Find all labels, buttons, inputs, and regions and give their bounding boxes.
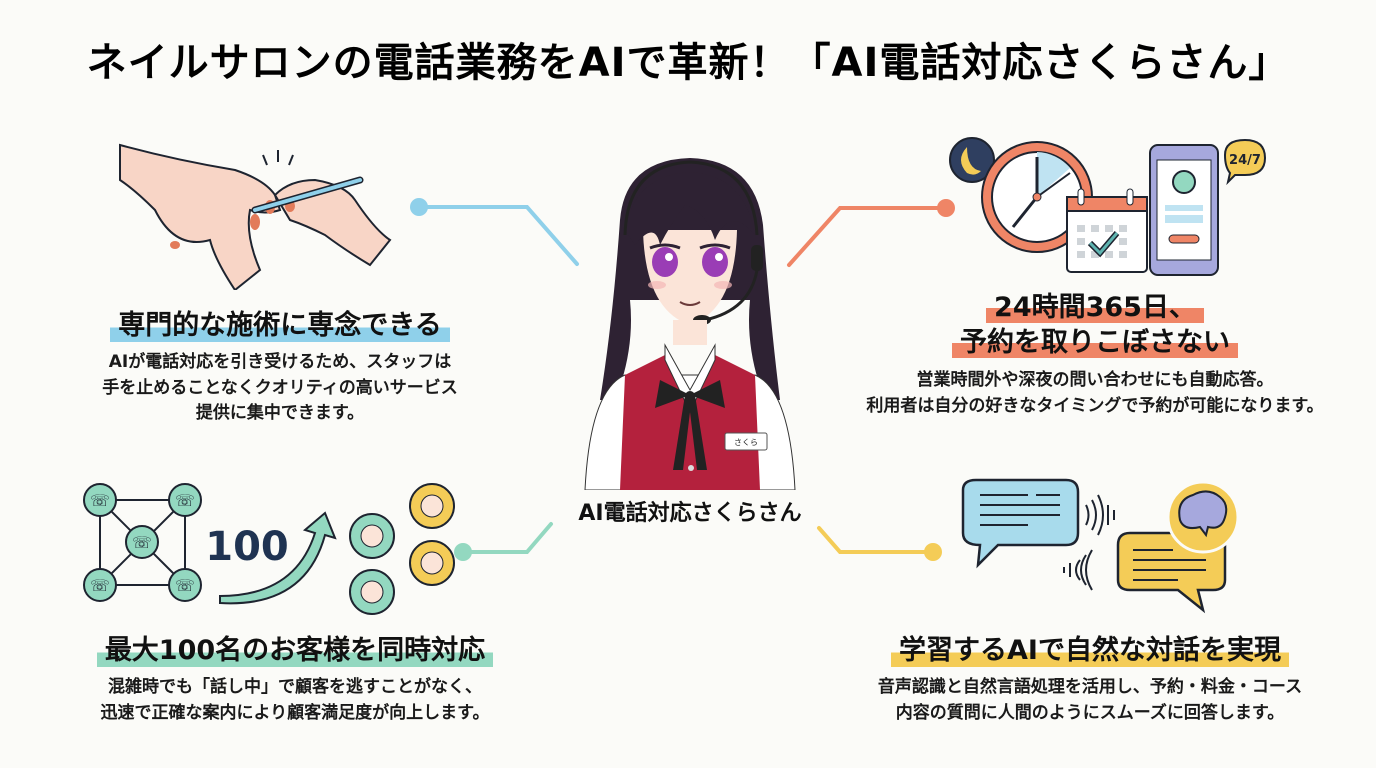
svg-text:☏: ☏ — [175, 491, 195, 510]
feature-description: 音声認識と自然言語処理を活用し、予約・料金・コース 内容の質問に人間のようにスム… — [877, 677, 1303, 723]
feature-concurrent: 最大100名のお客様を同時対応 混雑時でも「話し中」で顧客を逃すことがなく、 迅… — [40, 635, 550, 726]
feature-heading: 最大100名のお客様を同時対応 — [96, 635, 494, 668]
connector-green — [454, 522, 553, 561]
feature-natural-dialogue: 学習するAIで自然な対話を実現 音声認識と自然言語処理を活用し、予約・料金・コー… — [820, 635, 1360, 726]
nail-care-hands-icon — [119, 143, 392, 290]
feature-heading: 学習するAIで自然な対話を実現 — [891, 635, 1289, 668]
customer-avatars — [349, 483, 455, 615]
svg-text:さくら: さくら — [734, 438, 758, 447]
page-title: ネイルサロンの電話業務をAIで革新！「AI電話対応さくらさん」 — [86, 40, 1290, 86]
sound-wave-icon — [1063, 494, 1115, 591]
feature-heading-line1: 24時間365日、 — [986, 292, 1204, 323]
character-label: AI電話対応さくらさん — [578, 501, 802, 526]
count-100-label: 100 — [205, 524, 289, 570]
connector-yellow — [817, 526, 942, 561]
feature-heading-line2: 予約を取りこぼさない — [952, 327, 1238, 359]
feature-focus: 専門的な施術に専念できる AIが電話対応を引き受けるため、スタッフは 手を止める… — [40, 310, 520, 427]
feature-heading: 専門的な施術に専念できる — [110, 310, 450, 343]
feature-description: 混雑時でも「話し中」で顧客を逃すことがなく、 迅速で正確な案内により顧客満足度が… — [100, 677, 490, 723]
svg-text:☏: ☏ — [175, 576, 195, 595]
svg-text:☏: ☏ — [90, 576, 110, 595]
moon-icon — [949, 137, 995, 183]
svg-text:☏: ☏ — [132, 533, 152, 552]
svg-text:☏: ☏ — [90, 491, 110, 510]
feature-always-on: 24時間365日、 予約を取りこぼさない 営業時間外や深夜の問い合わせにも自動応… — [830, 290, 1360, 419]
phone-network-icon: ☏ ☏ ☏ ☏ ☏ 100 — [83, 483, 455, 615]
connector-blue — [410, 198, 579, 266]
speech-bubble-24-7-icon — [1223, 138, 1267, 186]
feature-description: AIが電話対応を引き受けるため、スタッフは 手を止めることなくクオリティの高いサ… — [102, 352, 458, 424]
name-badge — [724, 432, 768, 451]
svg-text:24/7: 24/7 — [1229, 153, 1261, 168]
chat-bubble-blue — [961, 478, 1080, 569]
clock-calendar-phone-icon: 24/7 — [949, 137, 1267, 276]
sakura-character-illustration: さくら — [584, 158, 796, 490]
chat-brain-icon — [961, 478, 1238, 614]
growth-arrow-icon — [219, 511, 337, 605]
feature-description: 営業時間外や深夜の問い合わせにも自動応答。 利用者は自分の好きなタイミングで予約… — [866, 370, 1324, 416]
